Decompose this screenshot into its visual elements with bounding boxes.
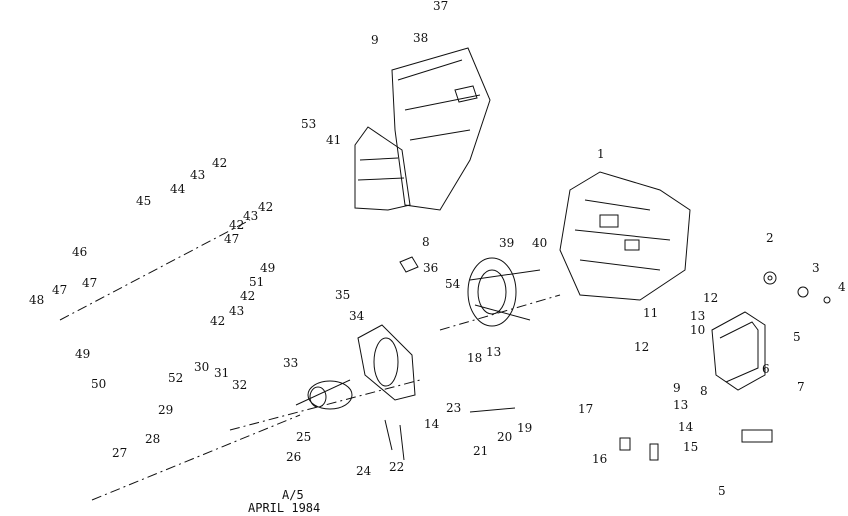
callout-label: 9: [673, 381, 681, 395]
callout-label: 5: [718, 484, 726, 498]
callout-label: 35: [335, 288, 351, 302]
callout-label: 21: [473, 444, 489, 458]
callout-label: 8: [700, 384, 708, 398]
shaft-centerline: [59, 219, 561, 501]
callout-label: 28: [145, 432, 161, 446]
callout-label: 51: [249, 275, 265, 289]
figure-code: A/5: [282, 488, 304, 502]
callout-label: 37: [433, 0, 449, 13]
callout-label: 41: [326, 133, 342, 147]
callout-label: 14: [678, 420, 694, 434]
callout-label: 9: [371, 33, 379, 47]
callout-label: 27: [112, 446, 128, 460]
callout-label: 10: [690, 323, 706, 337]
callout-label: 50: [91, 377, 107, 391]
callout-label: 42: [258, 200, 274, 214]
callout-label: 13: [673, 398, 689, 412]
callout-label: 24: [356, 464, 372, 478]
callout-label: 22: [389, 460, 405, 474]
callout-label: 54: [445, 277, 461, 291]
callout-label: 39: [499, 236, 515, 250]
frame-assembly: [391, 47, 491, 211]
callout-label: 53: [301, 117, 317, 131]
callout-label: 44: [170, 182, 186, 196]
hopper-bracket: [354, 126, 411, 211]
callout-label: 13: [486, 345, 502, 359]
gear-assembly: [467, 257, 541, 327]
callout-label: 14: [424, 417, 440, 431]
callout-label: 8: [422, 235, 430, 249]
callout-label: 2: [766, 231, 774, 245]
callout-label: 38: [413, 31, 429, 45]
callout-label: 12: [703, 291, 719, 305]
callout-label: 47: [224, 232, 240, 246]
callout-label: 15: [683, 440, 699, 454]
callout-label: 16: [592, 452, 608, 466]
callout-label: 31: [214, 366, 230, 380]
callout-label: 52: [168, 371, 184, 385]
callout-label: 42: [210, 314, 226, 328]
callout-label: 49: [260, 261, 276, 275]
callout-label: 13: [690, 309, 706, 323]
callout-label: 43: [190, 168, 206, 182]
callout-label: 26: [286, 450, 302, 464]
callout-label: 43: [243, 209, 259, 223]
callout-label: 19: [517, 421, 533, 435]
callout-label: 47: [52, 283, 68, 297]
callout-label: 49: [75, 347, 91, 361]
callout-label: 33: [283, 356, 299, 370]
callout-label: 34: [349, 309, 365, 323]
callout-label: 5: [793, 330, 801, 344]
callout-label: 42: [229, 218, 245, 232]
callout-label: 46: [72, 245, 88, 259]
callout-label: 11: [643, 306, 659, 320]
callout-label: 20: [497, 430, 513, 444]
callout-label: 42: [240, 289, 256, 303]
callout-label: 1: [597, 147, 605, 161]
main-housing: [559, 171, 691, 301]
callout-label: 40: [532, 236, 548, 250]
drum: [295, 379, 353, 410]
callout-label: 12: [634, 340, 650, 354]
callout-label: 43: [229, 304, 245, 318]
callout-label: 18: [467, 351, 483, 365]
callout-label: 25: [296, 430, 312, 444]
callout-label: 42: [212, 156, 228, 170]
callout-label: 29: [158, 403, 174, 417]
callout-label: 3: [812, 261, 820, 275]
callout-label: 7: [797, 380, 805, 394]
callout-label: 36: [423, 261, 439, 275]
callout-label: 23: [446, 401, 462, 415]
housing-half: [357, 324, 416, 401]
figure-date: APRIL 1984: [248, 501, 321, 515]
callout-label: 4: [838, 280, 846, 294]
callout-label: 17: [578, 402, 594, 416]
cover-plate: [711, 311, 766, 391]
callout-label: 30: [194, 360, 210, 374]
callout-label: 48: [29, 293, 45, 307]
callout-label: 32: [232, 378, 248, 392]
small-parts: [384, 256, 831, 461]
callout-label: 45: [136, 194, 152, 208]
callout-label: 6: [762, 362, 770, 376]
callout-label: 47: [82, 276, 98, 290]
